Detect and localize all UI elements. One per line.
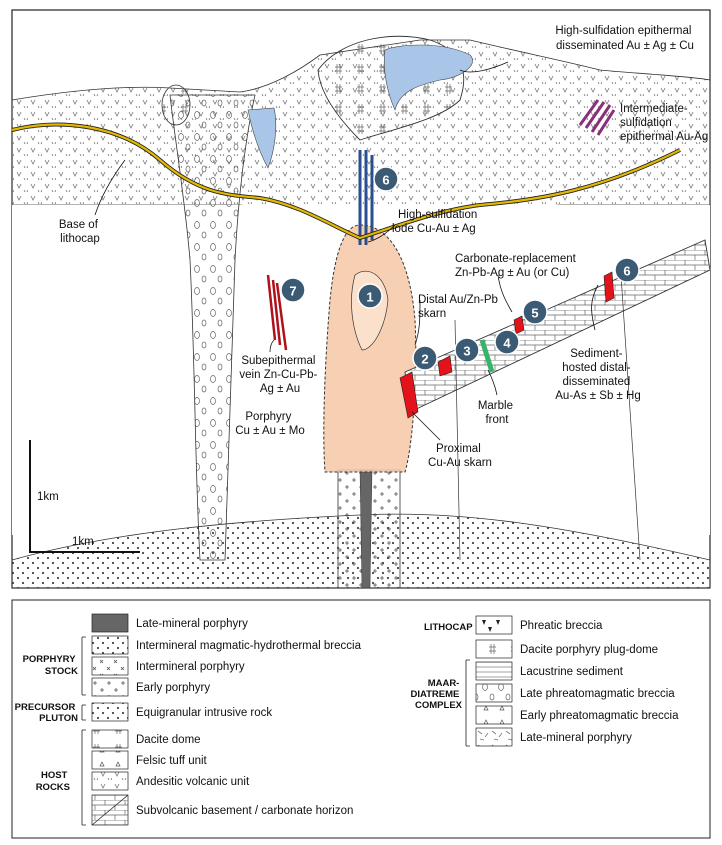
label-carbonate-replacement: Carbonate-replacement Zn-Pb-Ag ± Au (or … <box>455 253 579 279</box>
label-high-sulf-dissem: High-sulfidation epithermal disseminated… <box>555 25 694 52</box>
svg-text:2: 2 <box>421 352 428 367</box>
svg-text:5: 5 <box>531 306 538 321</box>
legend-item-late-phreatomagmatic: Late phreatomagmatic breccia <box>520 688 675 700</box>
legend-item-equigranular: Equigranular intrusive rock <box>136 707 272 719</box>
scale-vertical-label: 1km <box>37 491 59 503</box>
legend-group-porphyry-stock: PORPHYRY STOCK <box>23 654 79 677</box>
legend-item-late-mineral-porphyry-right: Late-mineral porphyry <box>520 732 632 744</box>
intermediate-sulfidation-veins <box>578 99 616 136</box>
legend-item-lacustrine: Lacustrine sediment <box>520 666 624 678</box>
legend-item-felsic-tuff: Felsic tuff unit <box>136 755 208 767</box>
legend-item-early-phreatomagmatic: Early phreatomagmatic breccia <box>520 710 679 722</box>
badge-6-upper: 6 <box>373 166 399 192</box>
diatreme-column-left <box>169 94 256 561</box>
legend-item-dacite-plug-dome: Dacite porphyry plug-dome <box>520 644 658 656</box>
legend-item-early-porphyry: Early porphyry <box>136 682 210 694</box>
proximal-skarn <box>399 371 419 419</box>
badge-7: 7 <box>280 277 306 303</box>
badge-6-right: 6 <box>614 257 640 283</box>
legend-item-intermineral-porphyry: Intermineral porphyry <box>136 661 245 673</box>
subepithermal-veins <box>266 274 288 351</box>
legend-item-dacite-dome: Dacite dome <box>136 734 201 746</box>
high-sulfidation-lode <box>358 150 374 245</box>
badge-4: 4 <box>494 329 520 355</box>
legend-group-lithocap: LITHOCAP <box>424 622 473 633</box>
label-proximal-skarn: Proximal Cu-Au skarn <box>428 443 492 469</box>
legend-item-andesitic-volcanic: Andesitic volcanic unit <box>136 776 250 788</box>
legend-item-late-mineral-porphyry: Late-mineral porphyry <box>136 618 248 630</box>
legend-group-precursor-pluton: PRECURSOR PLUTON <box>15 702 78 724</box>
svg-text:3: 3 <box>463 344 470 359</box>
leader-lines <box>94 61 599 441</box>
sediment-hosted-6 <box>603 271 615 303</box>
label-intermediate-sulf: Intermediate- sulfidation epithermal Au-… <box>620 103 708 143</box>
label-subepithermal: Subepithermal vein Zn-Cu-Pb- Ag ± Au <box>239 355 320 395</box>
svg-text:7: 7 <box>289 284 296 299</box>
marble-front <box>479 339 495 373</box>
badge-2: 2 <box>412 345 438 371</box>
porphyry-halo <box>323 224 417 473</box>
distal-skarn-2 <box>437 355 453 377</box>
legend-item-intermineral-breccia: Intermineral magmatic-hydrothermal brecc… <box>136 640 362 652</box>
scale-horizontal-label: 1km <box>72 536 94 548</box>
badge-1: 1 <box>357 283 383 309</box>
legend-item-phreatic-breccia: Phreatic breccia <box>520 620 603 632</box>
legend-left: PORPHYRY STOCK PRECURSOR PLUTON HOST ROC… <box>15 613 362 826</box>
label-marble-front: Marble front <box>478 400 516 426</box>
badge-3: 3 <box>454 337 480 363</box>
high-sulfidation-zone-left <box>247 107 277 169</box>
svg-text:1: 1 <box>366 290 373 305</box>
svg-text:6: 6 <box>623 264 630 279</box>
svg-text:4: 4 <box>503 336 511 351</box>
label-porphyry: Porphyry Cu ± Au ± Mo <box>235 411 305 437</box>
legend-group-host-rocks: HOST ROCKS <box>36 770 70 793</box>
label-high-sulf-lode: High-sulfidation lode Cu-Au ± Ag <box>392 209 480 235</box>
label-sediment-hosted: Sediment- hosted distal- disseminated Au… <box>555 348 641 402</box>
badge-5: 5 <box>522 299 548 325</box>
legend-item-basement-carbonate: Subvolcanic basement / carbonate horizon <box>136 805 353 817</box>
legend-right: LITHOCAP MAAR- DIATREME COMPLEX Phreatic… <box>410 615 679 747</box>
label-base-lithocap: Base of lithocap <box>59 219 101 245</box>
distal-skarn-5 <box>513 315 525 335</box>
scale-bar <box>29 440 140 553</box>
svg-text:6: 6 <box>382 173 389 188</box>
legend-group-maar-diatreme: MAAR- DIATREME COMPLEX <box>410 678 462 711</box>
high-sulfidation-zone-top <box>383 44 473 111</box>
label-distal-skarn: Distal Au/Zn-Pb skarn <box>418 294 501 320</box>
